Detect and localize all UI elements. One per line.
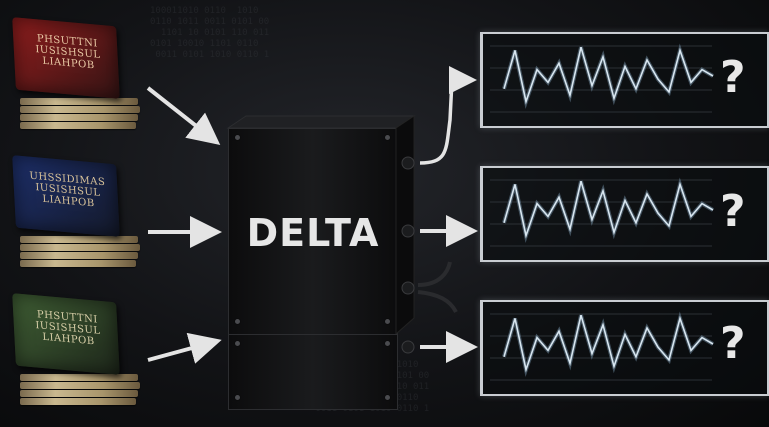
book-stack-red: PHSUTTNI IUSISHSUL LIAHPOB — [12, 17, 140, 134]
question-mark-2: ? — [720, 186, 746, 237]
question-mark-3: ? — [720, 318, 746, 369]
cable — [417, 290, 458, 313]
delta-box-lower — [228, 334, 398, 410]
signal-wave — [503, 314, 714, 373]
cable — [417, 261, 452, 287]
book-stack-green: PHSUTTNI IUSISHSUL LIAHPOB — [12, 293, 140, 414]
output-arrow — [419, 66, 477, 165]
question-mark-1: ? — [720, 52, 746, 103]
signal-wave — [503, 180, 714, 239]
book-stack-blue: UHSSIDIMAS IUSISHSUL LIAHPOB — [12, 155, 140, 276]
input-arrow — [146, 86, 221, 145]
delta-label: DELTA — [246, 211, 380, 255]
signal-wave — [503, 46, 714, 105]
delta-box: DELTA — [228, 128, 398, 336]
input-arrow — [147, 332, 222, 364]
